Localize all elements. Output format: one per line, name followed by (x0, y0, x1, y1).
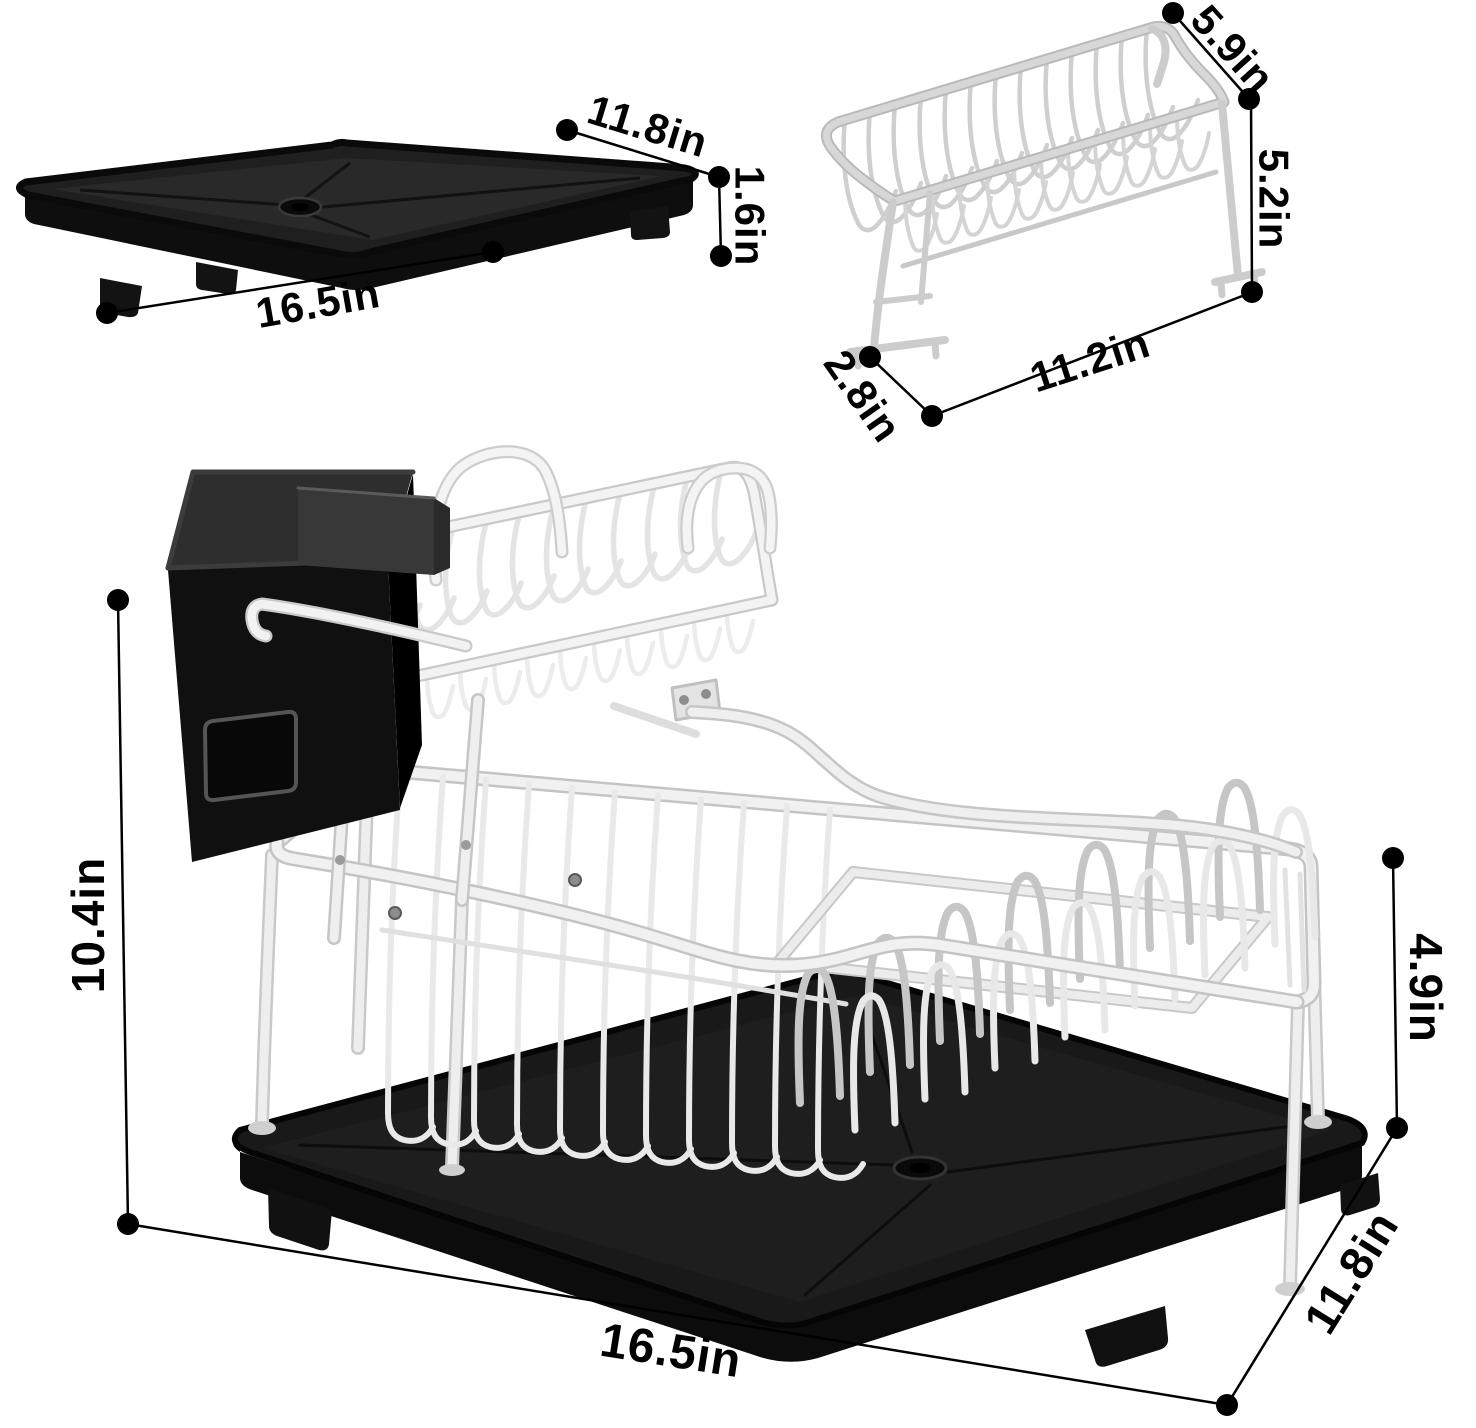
drip-tray-illustration (16, 138, 699, 318)
dimension-label-rack-width: 11.2in (1024, 319, 1155, 402)
upper-rack-floor-rail (900, 169, 1219, 269)
upper-rack-rim (820, 20, 1230, 207)
dimension-line-rack-width (127, 1222, 1228, 1407)
dimension-dot (1238, 88, 1260, 110)
corner-wires (1282, 867, 1307, 993)
dimension-dot (96, 302, 118, 324)
tray-foot (630, 206, 670, 240)
dimension-label-total-height: 10.4in (62, 857, 114, 993)
plate-section-frame (772, 866, 1274, 1014)
tray-body (25, 178, 693, 290)
dimension-line-rack-width (931, 291, 1251, 418)
tray-foot (196, 262, 238, 295)
dimension-line-rack-height (1249, 98, 1254, 293)
dimension-dot (1162, 2, 1184, 24)
dimension-dot (107, 589, 129, 611)
divider-cross-rod (379, 927, 849, 1007)
dimension-line-lower-tier-height (1391, 857, 1399, 1129)
dimension-label-tray-width: 16.5in (252, 269, 383, 337)
assembled-tray (231, 967, 1380, 1367)
upper-rack-hook (1148, 25, 1170, 88)
assembled-tray-drain-inner (909, 1163, 931, 1173)
dimension-label-rack-foot-depth: 2.8in (815, 341, 911, 450)
frame-screw (388, 906, 402, 920)
dimension-line-tray-height (717, 176, 723, 257)
dimension-line-rack-depth (1225, 1127, 1399, 1406)
dimension-line-rack-depth (1172, 12, 1250, 100)
support-arm (685, 705, 1303, 859)
utensil-holder (165, 469, 473, 862)
tray-drain-hole-inner (291, 203, 309, 211)
assembled-tray-foot (268, 1188, 332, 1251)
assembled-tray-floor (262, 995, 1330, 1302)
dimension-line-total-height (116, 599, 130, 1225)
dimension-dot (1382, 847, 1404, 869)
assembled-rack-illustration (165, 445, 1380, 1367)
bracket-screw (701, 689, 711, 699)
holder-clamp-edge (296, 486, 436, 500)
dimension-line-rack-foot-depth (869, 356, 933, 417)
utensil-holder-slot (203, 709, 298, 803)
dimension-line-tray-depth (566, 128, 720, 179)
dimension-dot (1241, 281, 1263, 303)
dimension-label-lower-tier-height: 4.9in (1400, 933, 1452, 1043)
dimension-label-rack-height: 5.2in (1251, 149, 1298, 250)
plate-holder-wires-front (850, 806, 1319, 1134)
tray-floor (52, 158, 662, 240)
assembled-tray-foot (1085, 1306, 1169, 1367)
holder-hanger-bar (245, 597, 473, 653)
frame-screw (568, 873, 582, 887)
assembled-tray-body (233, 1133, 1362, 1362)
dimension-label-rack-depth: 5.9in (1182, 0, 1284, 102)
holder-clamp-cap (434, 498, 450, 575)
dimension-dot (859, 346, 881, 368)
holder-clamp (298, 488, 434, 575)
support-brace (610, 702, 700, 738)
dimension-line-tray-width (106, 250, 494, 315)
dimension-dot (710, 245, 732, 267)
bracket-screw (679, 695, 689, 705)
upper-rack-illustration (820, 20, 1266, 370)
frame-legs (248, 765, 1332, 1296)
dimension-label-rack-depth: 11.8in (1293, 1201, 1408, 1342)
dimension-dot (556, 119, 578, 141)
dimension-dot (482, 241, 504, 263)
tray-crease (79, 161, 641, 239)
upper-rack-side-wires (903, 113, 1211, 253)
dimension-label-tray-height: 1.6in (727, 166, 774, 267)
frame-front-rail (269, 835, 1305, 1010)
